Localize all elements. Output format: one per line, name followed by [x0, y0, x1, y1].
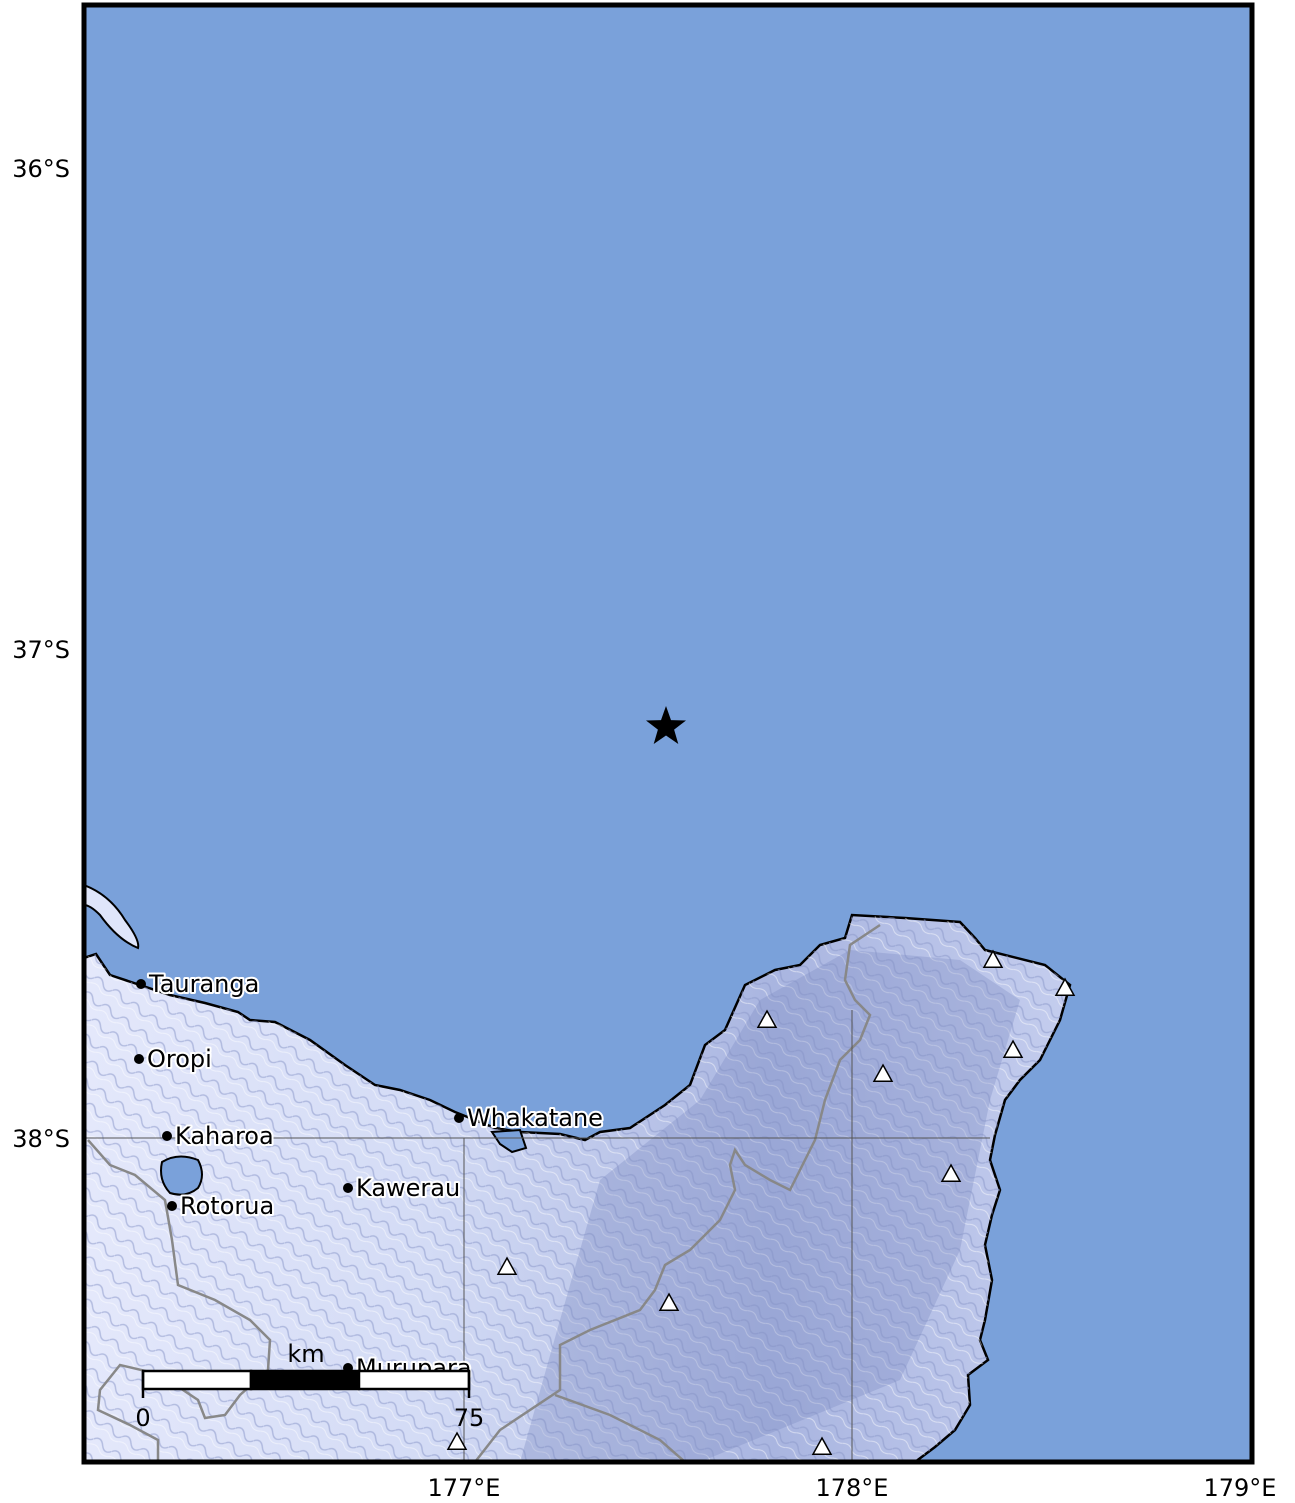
station-markers	[446, 949, 1076, 1455]
map-frame	[81, 2, 1255, 1465]
triangle-icon	[1054, 977, 1076, 996]
triangle-icon	[496, 1256, 518, 1275]
city-label: Tauranga	[148, 970, 259, 998]
city-dot	[134, 1054, 144, 1064]
ranges-shade	[520, 950, 1020, 1462]
lake-rotorua	[160, 1155, 203, 1196]
lon-label-177: 177°E	[428, 1474, 501, 1502]
triangle-icon	[982, 949, 1004, 968]
scale-bar: km 0 75	[135, 1340, 484, 1432]
regional-boundary-south	[554, 1393, 686, 1462]
scale-bar-segment-2	[249, 1369, 361, 1391]
city-dot	[162, 1131, 172, 1141]
scale-bar-end-label: 75	[454, 1404, 485, 1432]
city-dot	[167, 1201, 177, 1211]
triangle-icon	[658, 1292, 680, 1311]
regional-boundary-east	[474, 923, 881, 1462]
triangle-icon	[1002, 1039, 1024, 1058]
ohiwa-harbour	[490, 1128, 528, 1154]
city-dot	[454, 1113, 464, 1123]
scale-bar-unit: km	[287, 1340, 324, 1368]
regional-boundary	[87, 1139, 272, 1462]
city-label: Rotorua	[180, 1192, 274, 1220]
lat-label-36: 36°S	[12, 155, 70, 183]
scale-bar-segment-1	[141, 1369, 253, 1391]
city-label: Kaharoa	[175, 1122, 274, 1150]
city-dot	[343, 1183, 353, 1193]
lat-label-37: 37°S	[12, 636, 70, 664]
city-label: Kawerau	[356, 1174, 460, 1202]
star-icon	[646, 706, 686, 744]
triangle-icon	[940, 1163, 962, 1182]
triangle-icon	[756, 1009, 778, 1028]
city-label: Whakatane	[467, 1104, 603, 1132]
terrain-relief	[84, 915, 1070, 1462]
triangle-icon	[872, 1063, 894, 1082]
triangle-icon	[446, 1431, 468, 1450]
lat-label-38: 38°S	[12, 1125, 70, 1153]
scale-bar-segment-3	[357, 1369, 471, 1391]
lon-label-179: 179°E	[1204, 1474, 1277, 1502]
scale-bar-start-label: 0	[135, 1404, 150, 1432]
city-dot	[136, 979, 146, 989]
lon-label-178: 178°E	[816, 1474, 889, 1502]
island-matakana	[84, 883, 140, 950]
triangle-icon	[811, 1436, 833, 1455]
city-label: Oropi	[147, 1045, 212, 1073]
